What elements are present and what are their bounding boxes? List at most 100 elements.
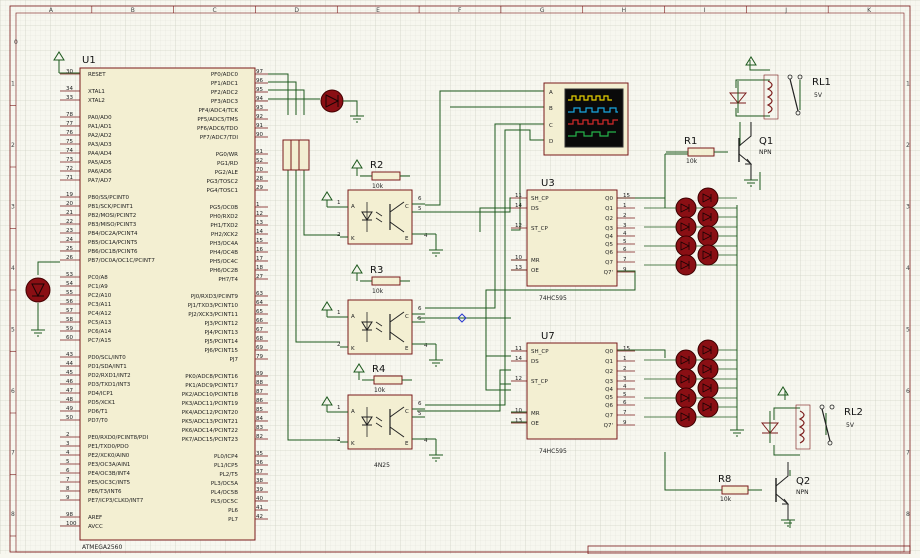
led: [675, 368, 697, 390]
mcu-pin-number: 86: [256, 398, 263, 404]
mcu-pin-number: 33: [66, 95, 73, 101]
mcu-pin-name: PB0/SS/PCINT0: [88, 195, 130, 201]
scope-channel-a: A: [549, 90, 553, 96]
sr-pin-number: 10: [515, 255, 522, 261]
mcu-pin-name: PG3/TOSC2: [207, 179, 238, 185]
mcu-pin-name: PL0/ICP4: [214, 454, 239, 460]
led: [697, 206, 719, 228]
mcu-pin-name: AVCC: [88, 524, 103, 530]
led-probe-left[interactable]: [25, 277, 51, 337]
mcu-pin-name: PE6/T3/INT6: [88, 489, 122, 495]
sr-pin-name: Q5: [605, 395, 613, 401]
led: [697, 244, 719, 266]
led-probe-top[interactable]: [320, 89, 364, 123]
sr-pin-name: MR: [531, 411, 540, 417]
relay-rl1[interactable]: RL1 5V: [728, 56, 831, 120]
mcu-pin-number: 94: [256, 96, 263, 102]
sr-pin-name: Q6: [605, 250, 613, 256]
scope-channel-b: B: [549, 106, 553, 112]
mcu-pin-name: PL2/T5: [219, 472, 238, 478]
column-label: D: [294, 7, 299, 14]
mcu-pin-number: 16: [256, 247, 263, 253]
sr-pin-name: Q1: [605, 359, 613, 365]
opto-pin-1: 1: [337, 200, 341, 206]
mcu-pin-number: 88: [256, 380, 263, 386]
mcu-pin-number: 41: [256, 505, 263, 511]
mcu-pin-name: PD5/XCK1: [88, 400, 115, 406]
sr-pin-name: Q3: [605, 379, 613, 385]
mcu-pin-name: PG0/WR: [216, 152, 238, 158]
resistor-array: [282, 139, 310, 171]
mcu-pin-number: 69: [256, 345, 263, 351]
mcu-pin-name: XTAL2: [88, 98, 105, 104]
mcu-body: [79, 67, 256, 541]
mcu-pin-name: PF1/ADC1: [211, 81, 238, 87]
led: [675, 349, 697, 371]
mcu-pin-number: 7: [66, 477, 70, 483]
row-label: 6: [11, 388, 15, 395]
row-label: 5: [906, 327, 910, 334]
relay-voltage: 5V: [814, 92, 823, 99]
mcu-pin-name: PD4/ICP1: [88, 391, 113, 397]
mcu-pin-number: 19: [66, 192, 73, 198]
mcu-pin-name: PJ6/PCINT15: [204, 348, 238, 354]
mcu-pin-name: PJ2/XCK3/PCINT11: [188, 312, 238, 318]
relay-ref: RL1: [812, 77, 831, 88]
mcu-pin-name: PL4/OC5B: [211, 490, 238, 496]
mcu-pin-number: 12: [256, 211, 263, 217]
mcu-pin-name: PJ3/PCINT12: [204, 321, 238, 327]
sr-pin-name: Q7': [604, 423, 613, 429]
opto-pin-e: E: [405, 236, 409, 242]
resistor-ref: R8: [718, 474, 731, 485]
sr-pin-name: DS: [531, 359, 539, 365]
mcu-pin-number: 3: [66, 441, 70, 447]
mcu-pin-number: 63: [256, 291, 263, 297]
opto-pin-5: 5: [418, 316, 422, 322]
mcu-pin-number: 29: [256, 185, 263, 191]
shift-register-part: 74HC595: [539, 448, 567, 455]
mcu-pin-number: 89: [256, 371, 263, 377]
mcu-pin-number: 60: [66, 335, 73, 341]
opto-pin-c: C: [405, 204, 409, 210]
mcu-pin-name: PD7/T0: [88, 418, 108, 424]
sr-pin-name: Q0: [605, 349, 613, 355]
mcu-pin-number: 27: [256, 274, 263, 280]
mcu-pin-name: PK4/ADC12/PCINT20: [182, 410, 239, 416]
sr-pin-name: OE: [531, 421, 539, 427]
mcu-pin-name: PL1/ICP5: [214, 463, 239, 469]
mcu-pin-name: PA1/AD1: [88, 124, 112, 130]
mcu-pin-name: PE1/TXD0/PDO: [88, 444, 129, 450]
sr-pin-number: 7: [623, 257, 627, 263]
opto-pin-4: 4: [424, 343, 428, 349]
mcu-pin-name: PD2/RXD1/INT2: [88, 373, 131, 379]
resistor-value: 10k: [372, 288, 384, 295]
led: [675, 406, 697, 428]
mcu-pin-name: PH5/OC4C: [210, 259, 238, 265]
mcu-pin-name: PA2/AD2: [88, 133, 112, 139]
mcu-pin-name: PB4/OC2A/PCINT4: [88, 231, 138, 237]
mcu-pin-name: PG2/ALE: [215, 170, 239, 176]
mcu-pin-name: PF6/ADC6/TDO: [197, 126, 239, 132]
opto-pin-e: E: [405, 441, 409, 447]
mcu-pin-number: 26: [66, 255, 73, 261]
mcu-pin-number: 22: [66, 219, 73, 225]
mcu-pin-name: PF4/ADC4/TCK: [198, 108, 238, 114]
sr-pin-number: 6: [623, 400, 627, 406]
sr-pin-number: 1: [623, 203, 627, 209]
